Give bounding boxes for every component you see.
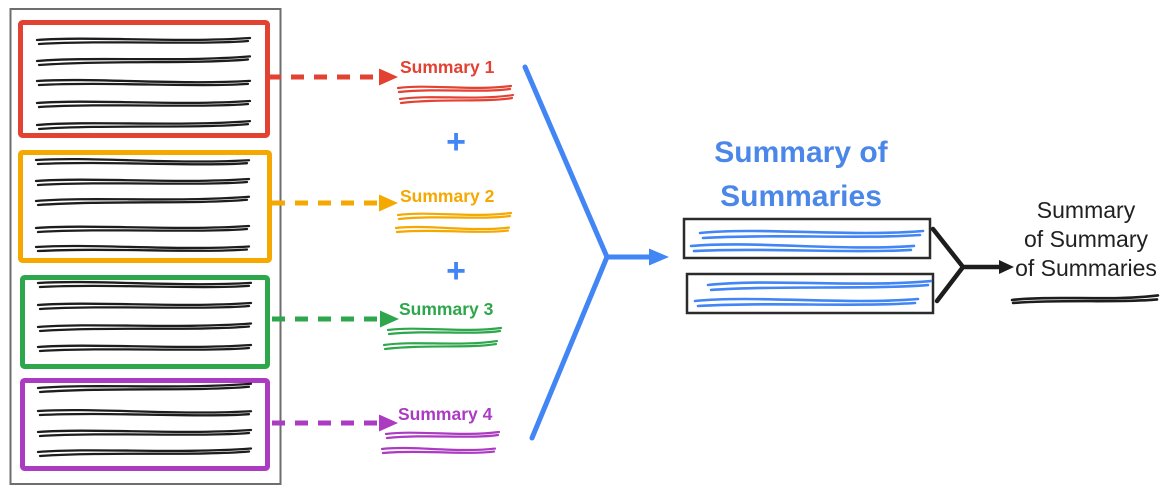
summary-3-scribble	[382, 326, 503, 351]
summary-4-label: Summary 4	[398, 404, 493, 424]
title-line: Summaries	[720, 180, 882, 213]
combine-arrow-blue	[522, 64, 669, 441]
plus-sign: +	[446, 123, 466, 161]
summary-of-summaries-box-2	[685, 272, 935, 315]
summary-2-scribble	[394, 211, 513, 235]
final-label-line: of Summary	[1024, 226, 1148, 252]
final-summary-scribble	[1010, 294, 1160, 305]
summary-1-scribble	[396, 84, 515, 105]
final-summary-label: Summary of Summary of Summaries	[1006, 196, 1166, 283]
final-label-line: of Summaries	[1015, 255, 1157, 281]
summary-4-scribble	[380, 430, 501, 456]
summary-1-label: Summary 1	[400, 57, 495, 77]
document-section-purple	[20, 378, 270, 471]
summary-of-summaries-title: Summary of Summaries	[700, 131, 902, 219]
plus-sign: +	[446, 252, 466, 290]
final-label-line: Summary	[1036, 197, 1136, 223]
title-line: Summary of	[714, 136, 888, 169]
document-section-red	[18, 20, 270, 138]
document-section-green	[20, 275, 270, 369]
summary-of-summaries-box-1	[682, 217, 932, 260]
summary-3-label: Summary 3	[399, 299, 494, 319]
combine-arrow-black	[930, 226, 1014, 304]
source-document	[9, 8, 282, 485]
summary-2-label: Summary 2	[400, 186, 495, 206]
document-section-orange	[18, 150, 272, 263]
